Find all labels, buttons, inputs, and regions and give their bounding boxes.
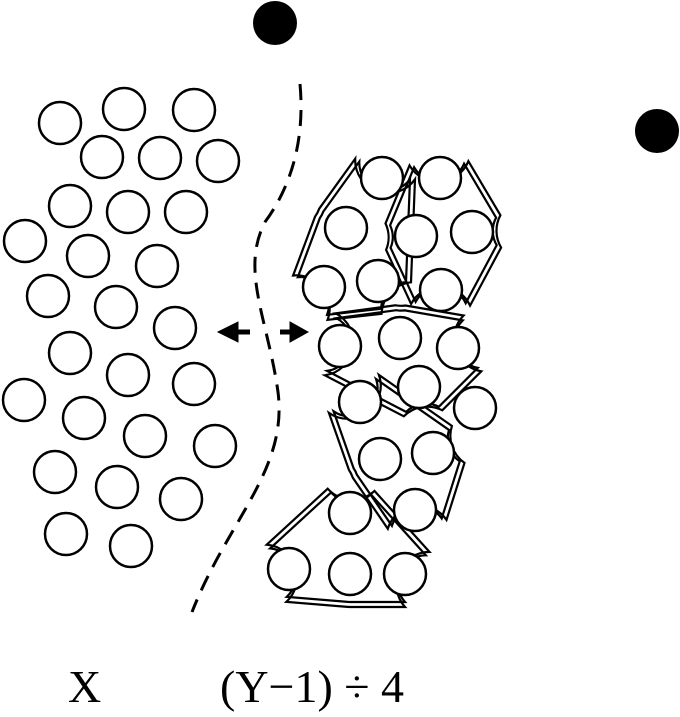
free-particle [43, 511, 89, 557]
clustered-particle [435, 325, 481, 371]
solid-dot-icon [635, 109, 679, 153]
left-group-label: X [68, 661, 102, 712]
free-particle [452, 385, 498, 431]
free-particle [65, 233, 111, 279]
free-particle [152, 305, 198, 351]
free-particle [122, 413, 168, 459]
free-particle [163, 189, 209, 235]
free-particle [25, 273, 71, 319]
free-particle-group [1, 86, 241, 569]
free-particle [37, 100, 83, 146]
free-particle [47, 330, 93, 376]
free-particle [61, 395, 107, 441]
free-particle [195, 138, 241, 184]
double-headed-arrow-icon [216, 321, 310, 343]
free-particle [79, 134, 125, 180]
free-particle [105, 189, 151, 235]
solid-dot-icon [253, 1, 297, 45]
clustered-particle [317, 323, 363, 369]
dashed-boundary-line [190, 83, 303, 613]
clustered-particle [410, 430, 456, 476]
clustered-particle [392, 487, 438, 533]
clustered-particle [418, 267, 464, 313]
clustered-particle [355, 258, 401, 304]
clustered-particle [449, 209, 495, 255]
clustered-particle [327, 490, 373, 536]
free-particle [134, 243, 180, 289]
clustered-particle [396, 364, 442, 410]
free-particle [171, 87, 217, 133]
free-particle [101, 86, 147, 132]
clustered-particle [327, 551, 373, 597]
right-group-label: (Y−1) ÷ 4 [220, 661, 405, 712]
free-particle [137, 135, 183, 181]
clustered-particle [393, 213, 439, 259]
clustered-particle [377, 315, 423, 361]
clustered-particle [323, 205, 369, 251]
free-particle [105, 352, 151, 398]
free-particle [192, 423, 238, 469]
clustered-particle [382, 551, 428, 597]
free-particle [2, 218, 48, 264]
free-particle [1, 377, 47, 423]
clustered-particle [301, 264, 347, 310]
clustered-particle [266, 546, 312, 592]
clustered-particle [357, 436, 403, 482]
free-particle [93, 284, 139, 330]
free-particle [94, 464, 140, 510]
free-particle [47, 183, 93, 229]
free-particle [108, 523, 154, 569]
clustered-particle [359, 155, 405, 201]
free-particle [171, 361, 217, 407]
free-particle [158, 476, 204, 522]
clustered-particle [337, 379, 383, 425]
clustered-particle [417, 155, 463, 201]
clustered-particle-group [266, 155, 498, 597]
free-particle [32, 449, 78, 495]
